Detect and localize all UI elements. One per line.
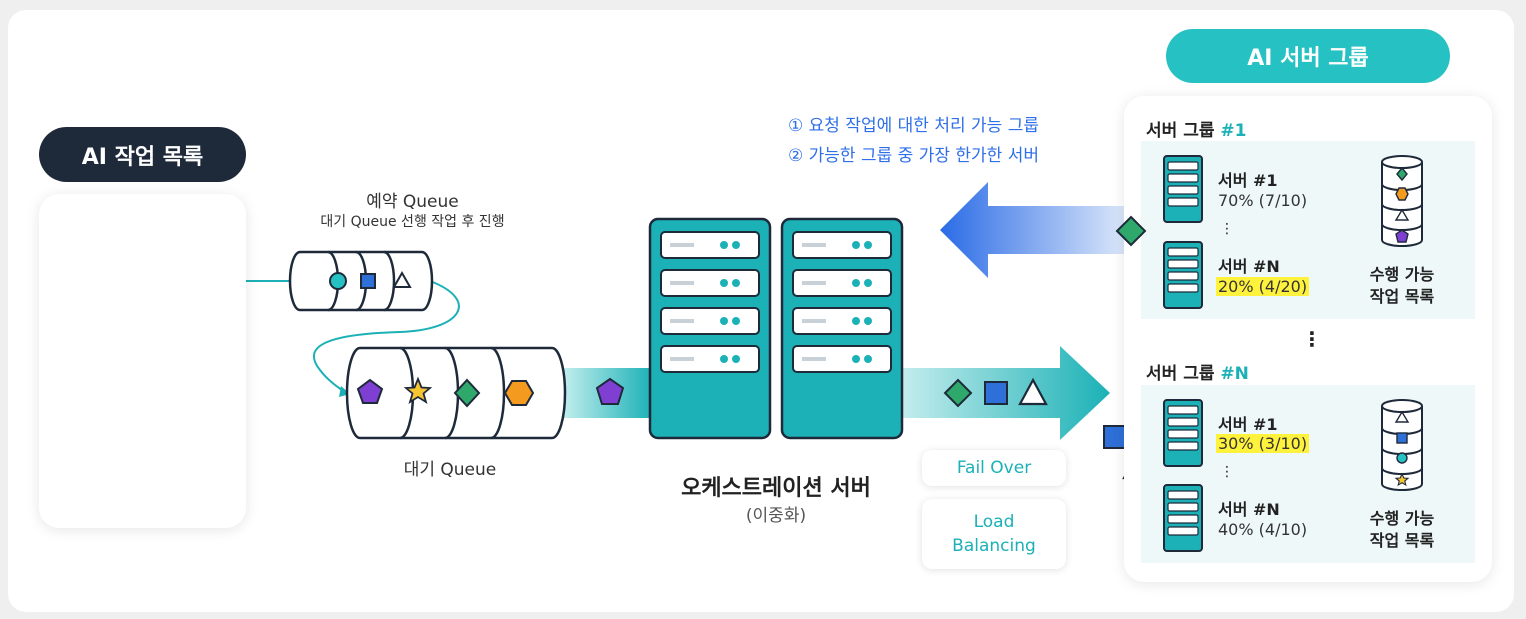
queue-connector — [313, 280, 460, 393]
triangle-icon — [1018, 377, 1048, 406]
triangle-icon — [392, 270, 412, 288]
square-icon — [360, 273, 376, 289]
group1-server-b-load: 20% (4/20) — [1216, 277, 1310, 296]
server-rack-icon — [1163, 484, 1203, 552]
database-icon — [1381, 155, 1423, 247]
fail-over-label: Fail Over — [956, 458, 1032, 478]
groupN-server-b-load: 40% (4/10) — [1218, 520, 1308, 539]
server-rack-icon — [1163, 155, 1203, 223]
group1-list-label-2: 작업 목록 — [1369, 287, 1435, 306]
groupN-name: 서버 그룹 — [1146, 364, 1215, 384]
groupN-ellipsis: ⋮ — [1220, 464, 1234, 480]
group1-number: #1 — [1220, 121, 1247, 141]
diamond-icon — [943, 378, 973, 408]
reserve-queue-subtitle: 대기 Queue 선행 작업 후 진행 — [320, 214, 505, 230]
star-icon — [403, 376, 433, 405]
groupN-server-a-load: 30% (3/10) — [1216, 434, 1310, 453]
pentagon-icon — [356, 378, 384, 404]
load-balancing-box: Load Balancing — [922, 499, 1066, 569]
load-balancing-label-line1: Load — [973, 512, 1015, 532]
server-rack-icon — [648, 217, 772, 440]
groupN-server-a-name: 서버 #1 — [1218, 415, 1278, 434]
fail-over-box: Fail Over — [922, 450, 1066, 486]
circle-icon — [329, 272, 347, 290]
group1-title: 서버 그룹 #1 — [1146, 116, 1246, 141]
job-list-card — [39, 194, 246, 528]
group1-name: 서버 그룹 — [1146, 121, 1215, 141]
diamond-icon — [453, 378, 481, 408]
hexagon-icon — [503, 380, 535, 406]
load-balancing-label-line2: Balancing — [952, 536, 1036, 556]
reserve-queue-title: 예약 Queue — [366, 192, 459, 212]
group1-list-label-1: 수행 가능 — [1369, 265, 1435, 284]
criteria-item-1: ① 요청 작업에 대한 처리 가능 그룹 — [788, 116, 1039, 136]
square-icon — [1103, 425, 1127, 449]
square-icon — [984, 381, 1008, 405]
criteria-item-2: ② 가능한 그룹 중 가장 한가한 서버 — [788, 146, 1039, 166]
group1-server-b-name: 서버 #N — [1218, 257, 1280, 276]
server-rack-icon — [1163, 241, 1203, 309]
pentagon-icon — [595, 377, 625, 405]
group1-server-a-load: 70% (7/10) — [1218, 191, 1308, 210]
groups-ellipsis: ⋮ — [1302, 327, 1322, 351]
groupN-title: 서버 그룹 #N — [1146, 359, 1249, 384]
groupN-server-b-name: 서버 #N — [1218, 500, 1280, 519]
groupN-number: #N — [1220, 364, 1249, 384]
groupN-list-label-2: 작업 목록 — [1369, 531, 1435, 550]
diamond-icon — [1115, 215, 1147, 247]
orchestration-title: 오케스트레이션 서버 — [681, 476, 871, 501]
job-list-title: AI 작업 목록 — [39, 127, 246, 182]
wait-queue-label: 대기 Queue — [403, 460, 497, 480]
groupN-server-a-load-highlight: 30% (3/10) — [1216, 434, 1310, 453]
groupN-list-label-1: 수행 가능 — [1369, 509, 1435, 528]
group1-server-b-load-highlight: 20% (4/20) — [1216, 277, 1310, 296]
server-rack-icon — [1163, 399, 1203, 467]
database-icon — [1381, 399, 1423, 491]
server-rack-icon — [780, 217, 904, 440]
server-groups-title: AI 서버 그룹 — [1166, 29, 1450, 83]
group1-ellipsis: ⋮ — [1220, 221, 1234, 237]
orchestration-subtitle: (이중화) — [745, 506, 807, 526]
group1-server-a-name: 서버 #1 — [1218, 171, 1278, 190]
return-arrow — [940, 182, 1136, 278]
